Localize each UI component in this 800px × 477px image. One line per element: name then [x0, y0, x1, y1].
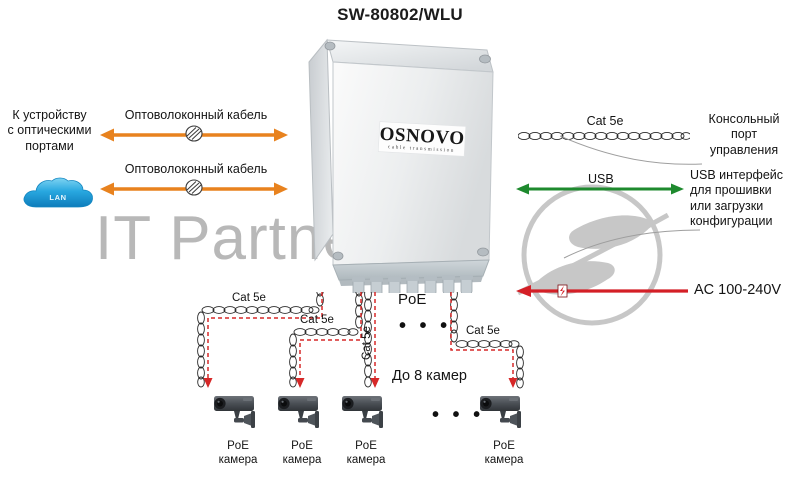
cable-run-4	[446, 287, 536, 392]
svg-text:cable transmission: cable transmission	[388, 144, 455, 154]
label-usb-description: USB интерфейс для прошивки или загрузки …	[690, 168, 784, 228]
svg-text:LAN: LAN	[49, 193, 66, 202]
cat5e-twisted-pair-line	[518, 130, 690, 142]
label-cat5e-console: Cat 5e	[586, 114, 624, 128]
camera-label-1: PoE камера	[218, 440, 258, 466]
usb-arrow	[516, 180, 684, 198]
label-fiber-cable-top: Оптоволоконный кабель	[124, 108, 268, 122]
label-cat5e-run-2: Cat 5e	[300, 314, 334, 326]
cable-run-2	[288, 283, 374, 392]
cable-run-3	[346, 287, 380, 392]
fiber-arrow-top	[100, 124, 288, 146]
label-max-cameras: До 8 камер	[392, 368, 467, 384]
label-cat5e-run-3: Cat 5e	[361, 326, 373, 360]
cable-run-1	[196, 283, 334, 392]
camera-icon-1	[207, 392, 269, 432]
camera-icon-2	[271, 392, 333, 432]
label-console-port: Консольный порт управления	[708, 112, 780, 157]
fiber-arrow-bottom	[100, 178, 288, 200]
label-fiber-cable-bottom: Оптоволоконный кабель	[124, 162, 268, 176]
poe-ellipsis-dots: • • •	[399, 315, 452, 337]
lan-cloud-icon: LAN	[20, 176, 96, 214]
page-title: SW-80802/WLU	[337, 5, 463, 24]
cameras-ellipsis: • • •	[432, 404, 485, 426]
camera-label-3: PoE камера	[346, 440, 386, 466]
label-cat5e-run-4: Cat 5e	[466, 325, 500, 337]
svg-text:OSNOVO: OSNOVO	[379, 124, 465, 150]
label-cat5e-run-1: Cat 5e	[232, 292, 266, 304]
camera-label-4: PoE камера	[484, 440, 524, 466]
camera-icon-3	[335, 392, 397, 432]
callout-leader-lines	[559, 130, 720, 290]
label-usb-arrow: USB	[588, 172, 614, 186]
label-poe: PoE	[398, 291, 427, 308]
label-optical-device: К устройству с оптическими портами	[7, 108, 92, 153]
camera-label-2: PoE камера	[282, 440, 322, 466]
device-image-sw-80802-wlu: OSNOVO cable transmission	[297, 28, 512, 297]
ac-power-arrow	[516, 282, 688, 300]
label-ac-power: AC 100-240V	[694, 282, 782, 298]
camera-icon-4	[473, 392, 535, 432]
